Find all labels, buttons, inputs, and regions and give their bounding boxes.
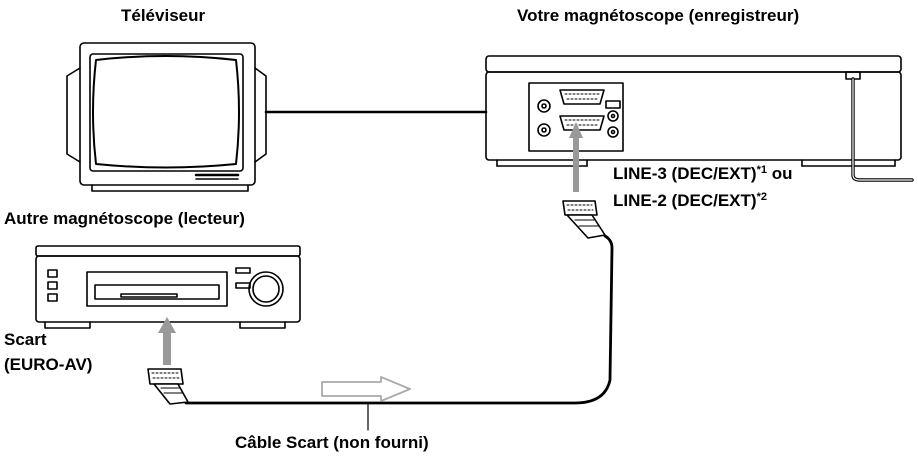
tv-label: Téléviseur: [121, 6, 206, 25]
line2-label: LINE-2 (DEC/EXT)*2: [613, 191, 767, 211]
scart-cable-line: [184, 234, 614, 405]
recorder-rear-icon: [485, 55, 914, 182]
euro-av-label: (EURO-AV): [4, 355, 93, 374]
line3-suffix: ou: [766, 164, 793, 183]
cable-label: Câble Scart (non fourni): [235, 433, 429, 452]
scart-plug-player-icon: [147, 368, 189, 405]
scart-label: Scart: [4, 330, 47, 349]
player-vcr-icon: [35, 245, 301, 329]
scart-plug-recorder-icon: [562, 200, 606, 239]
line3-footnote-mark: *1: [756, 164, 767, 176]
line2-text: LINE-2 (DEC/EXT): [613, 191, 757, 210]
plug-arrow-recorder: [569, 122, 583, 192]
line3-label: LINE-3 (DEC/EXT)*1 ou: [613, 164, 792, 184]
line3-text: LINE-3 (DEC/EXT): [613, 164, 757, 183]
television-icon: [66, 42, 267, 192]
line2-footnote-mark: *2: [756, 191, 767, 203]
recorder-label: Votre magnétoscope (enregistreur): [517, 6, 800, 25]
plug-arrow-player: [158, 317, 176, 365]
signal-flow-arrow: [321, 376, 411, 402]
player-label: Autre magnétoscope (lecteur): [4, 209, 245, 228]
